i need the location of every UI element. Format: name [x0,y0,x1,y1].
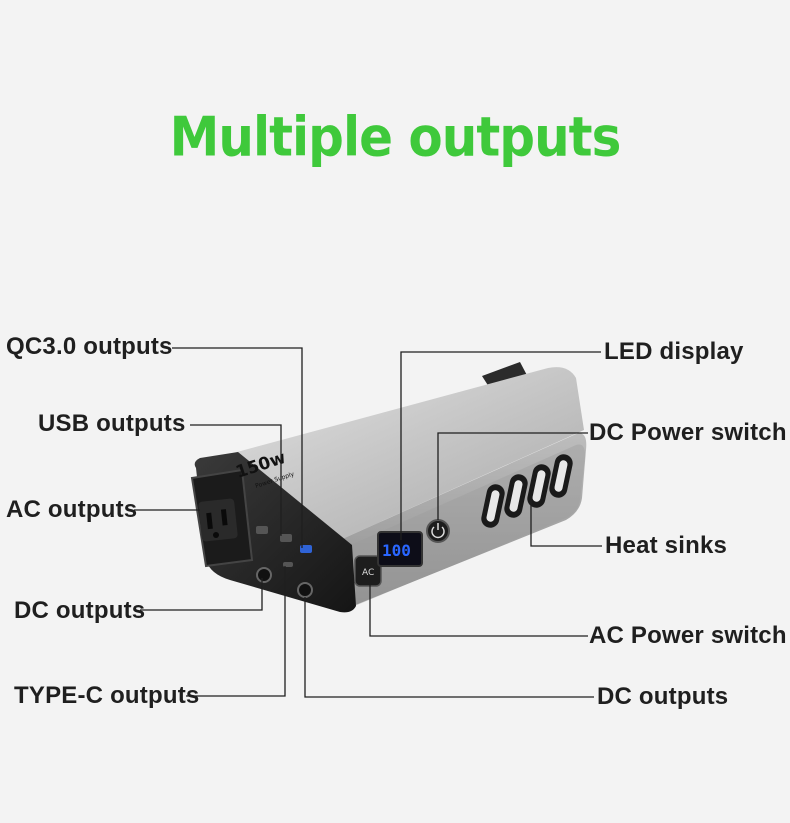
label-usb-outputs: USB outputs [38,410,186,437]
label-dc-outputs-right: DC outputs [597,683,729,710]
label-heat-sinks: Heat sinks [605,532,728,559]
device-top-panel [200,367,584,540]
led-display-icon [377,531,423,567]
label-ac-power-switch: AC Power switch [589,622,787,649]
dc-port-left-icon [256,526,268,534]
label-ac-outputs: AC outputs [6,496,138,523]
label-qc3-outputs: QC3.0 outputs [6,333,173,360]
label-typec-outputs: TYPE-C outputs [14,682,200,709]
usb-port-icon [280,534,292,542]
ac-button-label: AC [362,568,374,578]
ac-button-icon [354,555,382,587]
qc3-port-icon [300,545,312,553]
heat-sink-vents-icon [481,454,573,528]
typec-port-icon [283,562,293,567]
page-title: Multiple outputs [169,105,622,169]
display-digits: 100 [382,541,411,560]
label-led-display: LED display [604,338,744,365]
label-dc-outputs-left: DC outputs [14,597,146,624]
label-dc-power-switch: DC Power switch [589,419,787,446]
